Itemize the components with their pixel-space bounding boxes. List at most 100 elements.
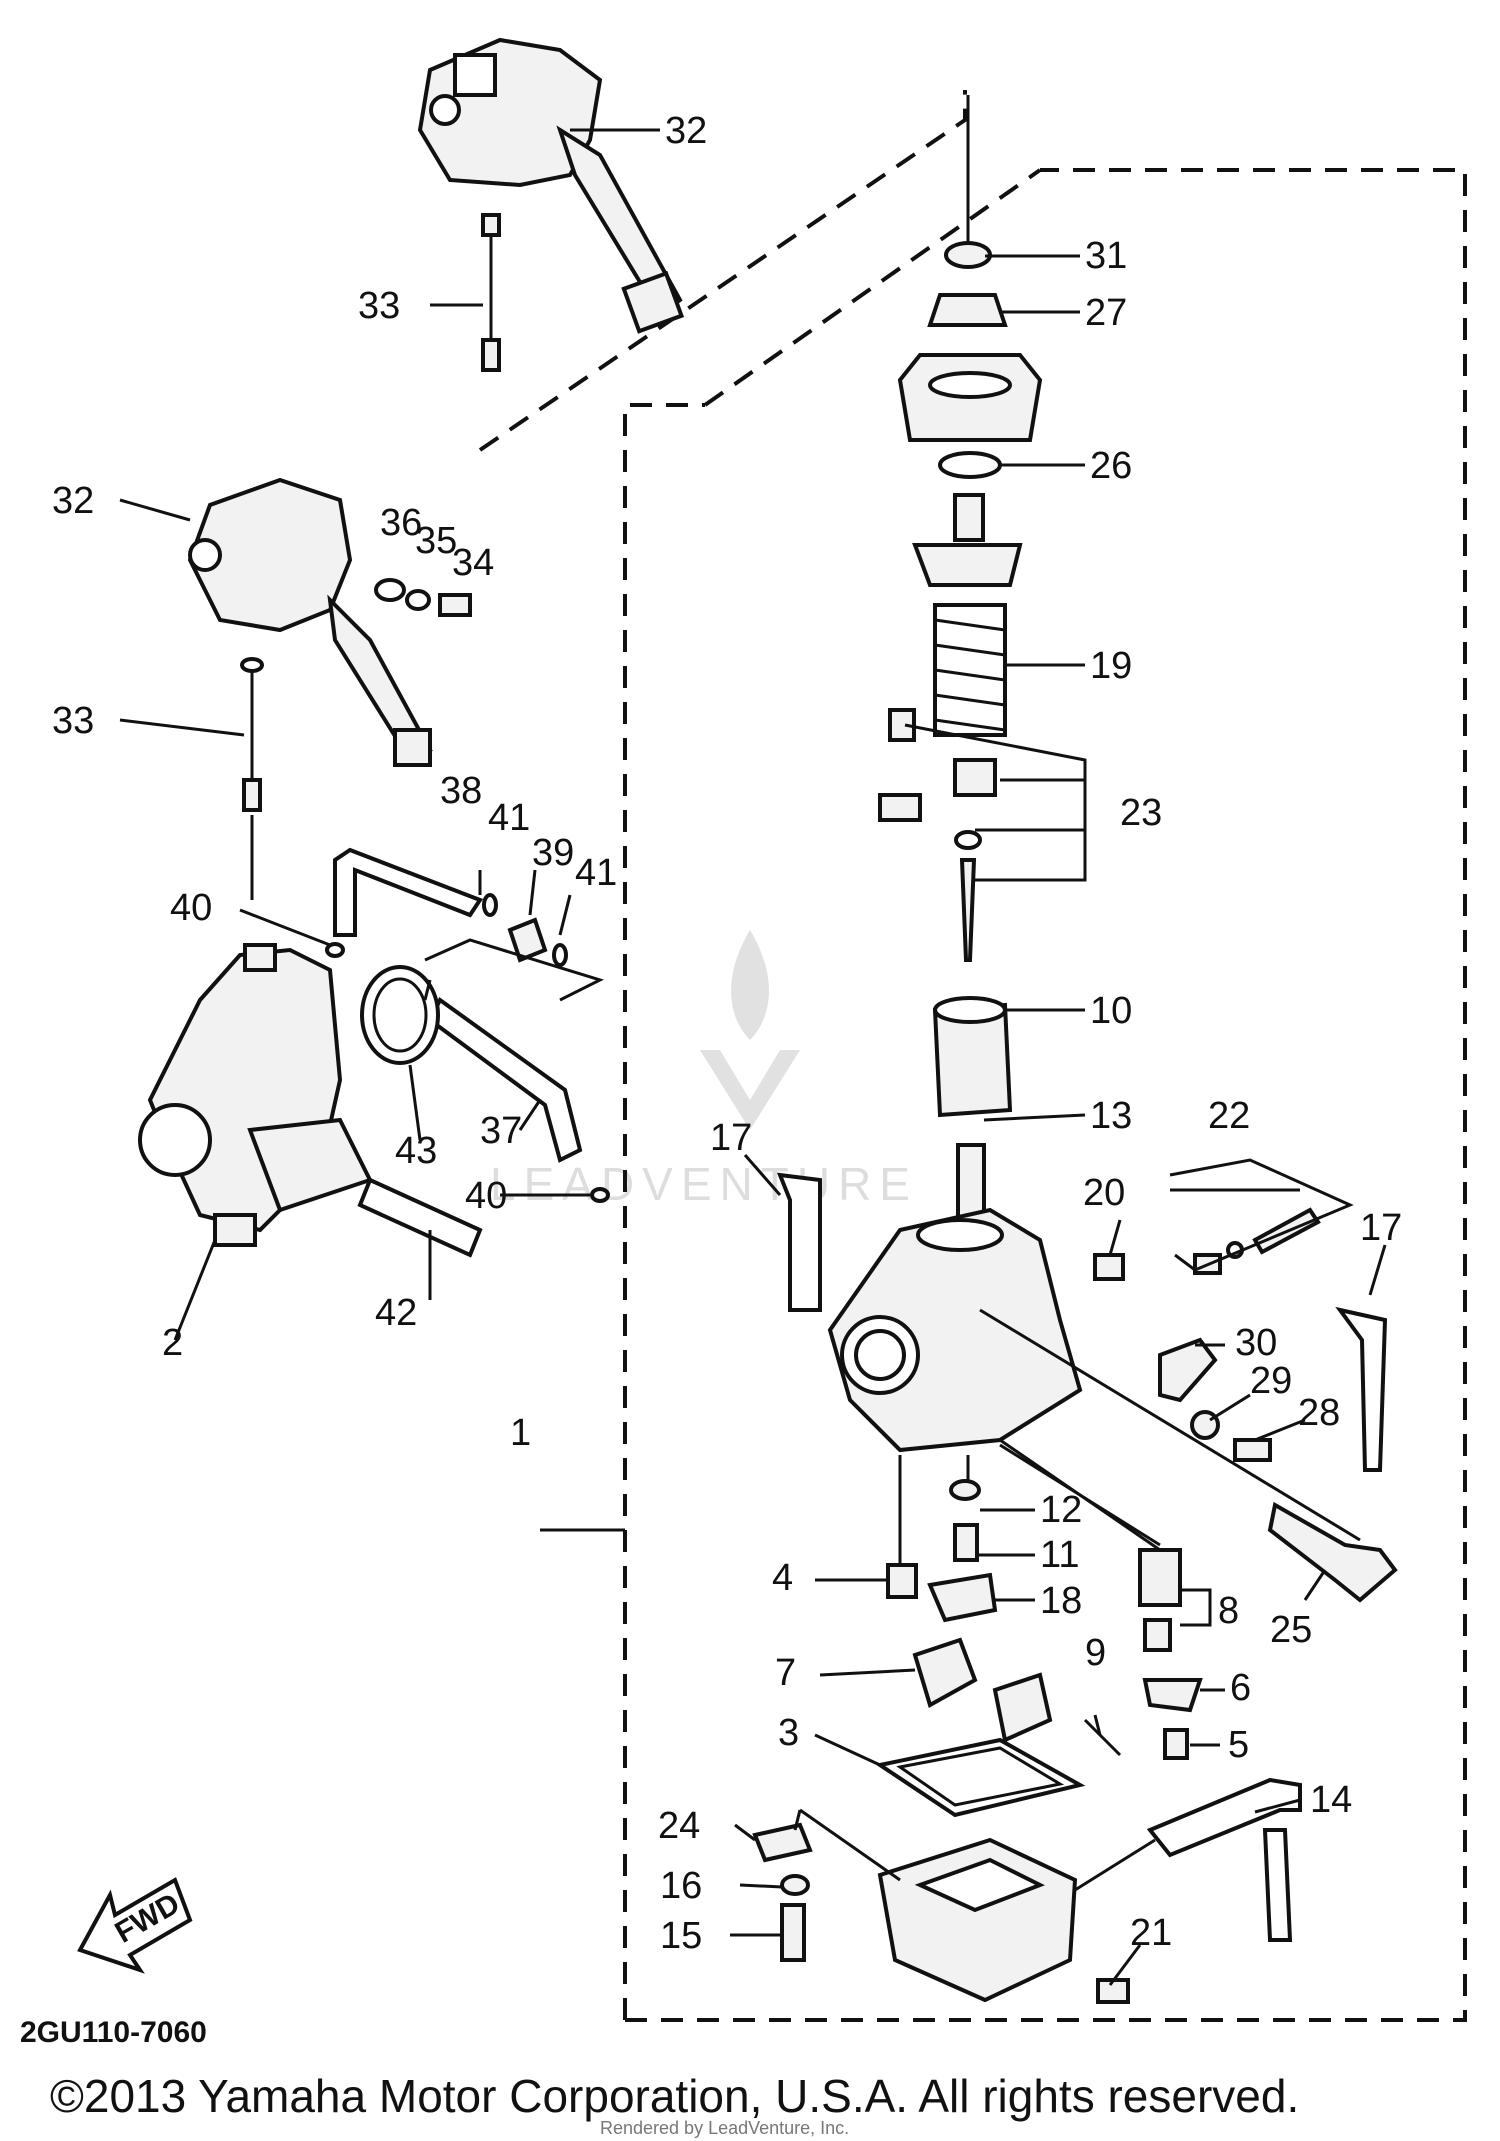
label-37: 37 [480,1110,522,1152]
gasket-3 [874,1737,1086,1818]
jet-4 [886,1563,918,1599]
assembly-boundary [478,90,1467,2022]
clip-41a [482,893,498,917]
fitting-39 [507,917,548,963]
label-7: 7 [775,1652,796,1694]
label-16: 16 [660,1865,702,1907]
label-22: 22 [1208,1095,1250,1137]
clamp-43 [360,965,440,1065]
render-credit: Rendered by LeadVenture, Inc. [600,2118,849,2138]
label-6: 6 [1230,1667,1251,1709]
label-41-left: 41 [488,797,530,839]
jet-5 [1163,1728,1189,1760]
label-36: 36 [380,502,422,544]
o-ring-26 [938,451,1002,479]
copyright-notice: ©2013 Yamaha Motor Corporation, U.S.A. A… [50,2070,1299,2122]
label-14: 14 [1310,1779,1352,1821]
label-42: 42 [375,1292,417,1334]
plate-18 [927,1572,998,1623]
label-18: 18 [1040,1580,1082,1622]
jet-11 [953,1523,979,1562]
label-41-right: 41 [575,852,617,894]
hose-17-right [1335,1306,1388,1472]
watermark-logo [700,930,800,1130]
label-32-middle: 32 [52,480,94,522]
label-43: 43 [395,1130,437,1172]
label-13: 13 [1090,1095,1132,1137]
label-1: 1 [510,1412,531,1454]
plate-24 [752,1822,813,1863]
label-25: 25 [1270,1609,1312,1651]
plate-6 [1142,1678,1203,1713]
spring-19 [933,603,1007,737]
watermark-text: LEADVENTURE [490,1158,918,1210]
label-30: 30 [1235,1322,1277,1364]
jet-20 [1093,1253,1125,1281]
callout-labels: 1 2 3 4 5 6 7 8 9 10 11 12 13 14 15 16 1… [52,110,1402,1957]
label-24: 24 [658,1805,700,1847]
float-bowl [877,1837,1078,2003]
label-23: 23 [1120,792,1162,834]
needle-set-23 [878,708,997,962]
cap-27 [927,293,1008,327]
hose-42 [357,1177,483,1258]
throttle-stop-actuator-top [417,37,685,334]
label-26: 26 [1090,445,1132,487]
carburetor-assembly-2 [138,943,373,1247]
label-40-lower: 40 [465,1175,507,1217]
label-20: 20 [1083,1172,1125,1214]
hose-38 [333,847,484,937]
label-3: 3 [778,1712,799,1754]
clip-40a [325,942,345,958]
label-33-middle: 33 [52,700,94,742]
cap-31 [944,241,992,269]
top-cap-26-housing [897,353,1043,442]
label-28: 28 [1298,1392,1340,1434]
fwd-arrow-icon: FWD [77,1877,193,1974]
washer-16 [780,1874,810,1896]
throttle-valve-10 [932,996,1013,1118]
label-12: 12 [1040,1489,1082,1531]
label-17-right: 17 [1360,1207,1402,1249]
jet-12 [949,1479,981,1501]
cable-top [481,213,501,372]
pin-9 [1083,1718,1122,1757]
label-21: 21 [1130,1912,1172,1954]
throttle-stop-actuator-middle [187,477,433,767]
label-9: 9 [1085,1632,1106,1674]
label-4: 4 [772,1557,793,1599]
label-2: 2 [162,1322,183,1364]
label-27: 27 [1085,292,1127,334]
screw-28 [1233,1438,1272,1462]
label-39: 39 [532,832,574,874]
label-38: 38 [440,770,482,812]
label-34: 34 [452,542,494,584]
clip-41b [552,943,568,967]
label-11: 11 [1040,1534,1079,1576]
screw-15 [780,1903,806,1962]
screw-34-nut-35-washer-36 [374,578,472,617]
hose-14 [1146,1777,1302,1942]
diagram-code: 2GU110-7060 [20,2016,207,2049]
clip-40b [590,1187,610,1203]
label-8: 8 [1218,1590,1239,1632]
float-7 [912,1637,1053,1743]
hose-17-left [776,1172,822,1312]
bracket-30 [1158,1337,1218,1403]
label-15: 15 [660,1915,702,1957]
label-29: 29 [1250,1360,1292,1402]
label-10: 10 [1090,990,1132,1032]
label-40-upper: 40 [170,887,212,929]
label-32-top: 32 [665,110,707,152]
label-33-top: 33 [358,285,400,327]
carburetor-body-main [827,1207,1083,1453]
label-19: 19 [1090,645,1132,687]
valve-25 [1267,1501,1398,1603]
label-31: 31 [1085,235,1127,277]
cable-middle [240,657,264,812]
label-35: 35 [415,520,457,562]
plate-19-top [912,493,1023,587]
label-17-left: 17 [710,1117,752,1159]
jet-set-8 [1138,1548,1182,1652]
